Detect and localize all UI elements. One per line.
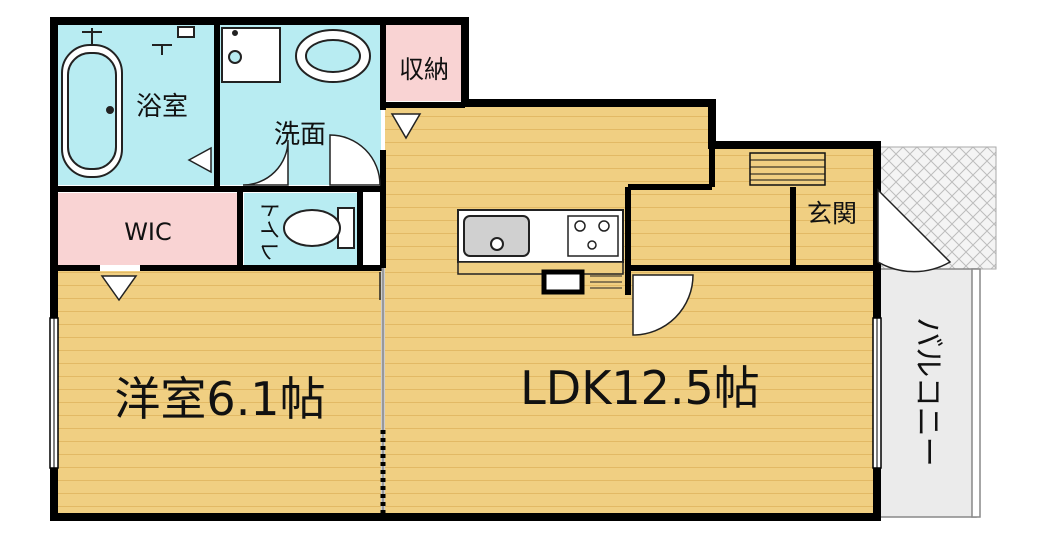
label-storage: 収納 — [399, 55, 449, 84]
label-balcony: バルコニー — [910, 317, 945, 466]
toilet-icon — [283, 207, 355, 249]
balcony-railing — [971, 268, 981, 518]
western-room-floor — [58, 271, 381, 513]
counter-front — [457, 261, 624, 275]
door-swings — [242, 134, 952, 336]
door-marker-bath — [187, 146, 212, 174]
label-wic: WIC — [124, 218, 172, 246]
label-entrance: 玄関 — [807, 199, 857, 228]
interior-walls — [54, 21, 877, 295]
fridge-space — [541, 269, 585, 295]
washbasin-icon — [295, 29, 371, 83]
stove-icon — [567, 215, 619, 257]
storage-area — [385, 25, 463, 101]
balcony-area — [877, 268, 977, 518]
window-balcony — [872, 317, 882, 469]
door-marker-wic — [100, 275, 138, 302]
wic-area — [58, 193, 237, 265]
ldk-floor — [385, 105, 873, 513]
window-left — [49, 317, 59, 469]
label-toilet: トイレ — [257, 199, 281, 262]
door-marker-storage — [390, 113, 422, 140]
label-bath: 浴室 — [136, 92, 188, 122]
label-washroom: 洗面 — [274, 120, 326, 150]
label-ldk: LDK12.5帖 — [520, 361, 760, 415]
label-western-room: 洋室6.1帖 — [114, 372, 325, 426]
washing-machine-icon — [221, 27, 281, 83]
faucet-icon — [152, 26, 195, 55]
bathtub-icon — [61, 28, 123, 178]
